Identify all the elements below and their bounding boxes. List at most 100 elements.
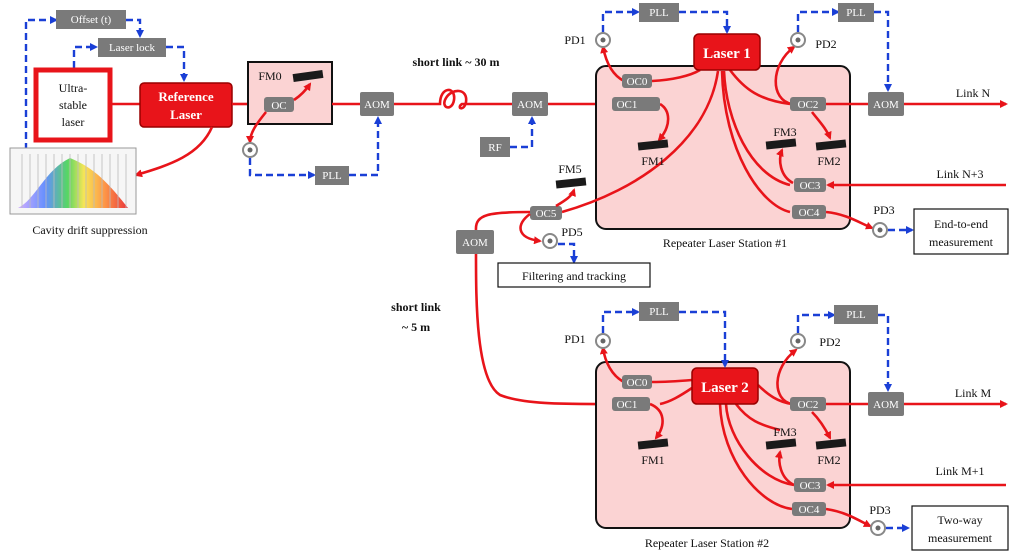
svg-text:Laser: Laser [170,107,202,122]
s2-oc0-to-pd1-fiber [599,346,625,384]
svg-text:Laser lock: Laser lock [109,42,156,54]
s2-oc2: OC2 [790,397,826,411]
s2-pd2-to-pll-line [796,311,836,333]
fm0-oc-to-mirror-fiber [293,82,312,102]
svg-text:OC3: OC3 [800,480,821,492]
s1-pd1-label: PD1 [564,33,585,47]
s2-oc1: OC1 [612,397,650,411]
fm0-oc-to-pd-fiber [246,111,268,144]
svg-text:Reference: Reference [158,89,214,104]
svg-text:Two-way: Two-way [937,513,982,527]
short-link-30-label: short link ~ 30 m [413,55,500,69]
svg-text:Filtering and tracking: Filtering and tracking [522,269,626,283]
svg-text:AOM: AOM [517,99,543,111]
s1-oc0: OC0 [622,74,652,88]
svg-text:PLL: PLL [649,306,669,318]
s1-pd2-to-pll-line [796,8,840,32]
s1-oc4-to-pd3-fiber [825,210,874,230]
s1-pll-1-to-laser-line [679,10,731,34]
s1-fm2-label: FM2 [817,154,840,168]
s2-fm2-label: FM2 [817,453,840,467]
s2-fm1-mirror [637,438,669,450]
cavity-spectrum-image [9,147,137,215]
pd-left [242,142,258,158]
s1-link-n-label: Link N [956,86,991,100]
s1-pll-1: PLL [639,3,679,22]
s2-oc0: OC0 [622,375,652,389]
s2-pd2-label: PD2 [819,335,840,349]
s2-laser-to-oc1-fiber [659,386,693,406]
s1-laser-to-oc5-fiber [561,70,720,214]
svg-text:End-to-end: End-to-end [934,217,988,231]
s1-pd2 [790,32,806,48]
pll-left: PLL [315,166,349,185]
s2-pll-2-to-aom-line [878,313,892,392]
reference-to-cavity-fiber [134,126,214,178]
s1-pd3-label: PD3 [873,203,894,217]
svg-text:laser: laser [62,115,85,129]
rf-box: RF [480,137,510,157]
s1-oc0-to-pd1-fiber [600,45,625,83]
s1-pd5 [542,233,558,249]
s2-pll-1-to-laser-line [679,310,729,368]
svg-text:PLL: PLL [846,7,866,19]
s2-pd1-to-pll-line [601,308,640,333]
short-link-5-label-1: short link [391,300,441,314]
s1-oc1: OC1 [612,97,660,111]
svg-text:OC1: OC1 [617,99,638,111]
s1-pd5-label: PD5 [561,225,582,239]
svg-text:Laser 2: Laser 2 [701,380,749,396]
s2-laser: Laser 2 [691,367,759,405]
svg-text:stable: stable [59,98,87,112]
short-link-5-fiber [474,253,613,406]
reference-laser: Reference Laser [139,82,233,128]
s2-pd2 [790,333,806,349]
svg-text:OC1: OC1 [617,399,638,411]
s2-pd1-label: PD1 [564,332,585,346]
svg-text:PLL: PLL [846,309,866,321]
s1-oc5-to-aom-fiber [474,210,531,231]
s1-aom: AOM [868,92,904,116]
s1-oc2-to-fm2-fiber [810,111,832,140]
s1-filtering-box: Filtering and tracking [497,262,651,288]
short-link-30-fiber [394,88,512,110]
s1-pll-2: PLL [838,3,874,22]
s1-laser: Laser 1 [693,33,761,71]
s2-pd3 [870,520,886,536]
svg-text:OC5: OC5 [536,208,557,220]
aom-link-5m: AOM [456,230,494,254]
svg-text:PLL: PLL [322,170,342,182]
svg-text:OC4: OC4 [799,207,820,219]
s2-laser-to-oc0-fiber [651,378,693,384]
s2-link-m1-label: Link M+1 [935,464,984,478]
svg-text:Ultra-: Ultra- [59,81,88,95]
s1-pd1 [595,32,611,48]
svg-text:measurement: measurement [928,531,993,545]
fm0-box: FM0 OC [247,61,333,125]
offset-to-laser-lock-line [126,18,144,38]
s1-pd2-label: PD2 [815,37,836,51]
station2-caption: Repeater Laser Station #2 [645,536,769,550]
s2-laser-to-center-fiber [734,403,781,432]
svg-text:FM0: FM0 [258,69,281,83]
svg-text:OC0: OC0 [627,377,648,389]
s1-oc4: OC4 [792,205,826,219]
s2-aom: AOM [868,392,904,416]
offset-loop-line [24,16,58,150]
s1-laser-to-oc4-fiber [720,70,791,214]
laser-lock-box: Laser lock [98,38,166,57]
cavity-caption: Cavity drift suppression [32,223,147,237]
s1-pll-2-to-aom-line [874,10,892,92]
svg-text:Laser 1: Laser 1 [703,46,751,62]
s2-oc4-to-pd3-fiber [825,507,872,528]
s1-laser-to-oc3-fiber [722,70,791,187]
svg-text:OC4: OC4 [799,504,820,516]
s1-oc1-to-fm1-fiber [657,102,670,142]
svg-text:measurement: measurement [929,235,994,249]
svg-text:AOM: AOM [462,237,488,249]
s2-laser-to-oc4-fiber [718,403,793,511]
ultrastable-laser: Ultra- stable laser [33,67,113,143]
s2-pll-1: PLL [639,302,679,321]
svg-text:OC: OC [271,100,286,112]
